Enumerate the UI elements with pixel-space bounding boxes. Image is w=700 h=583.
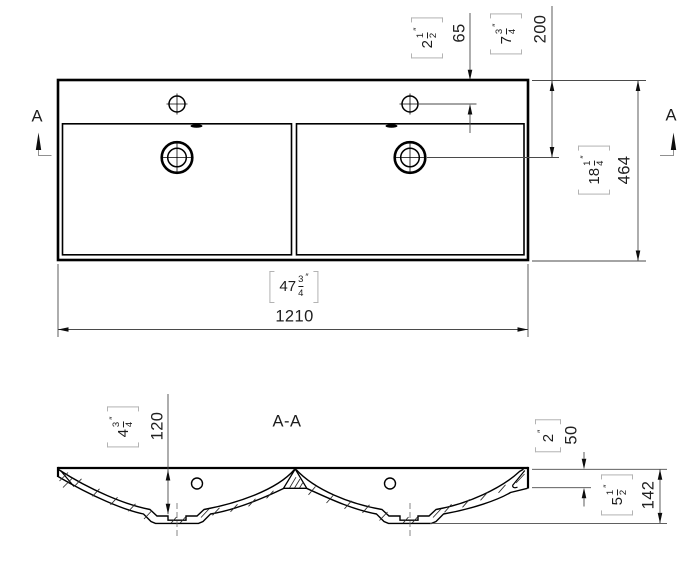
inch-mark: ″ (305, 271, 309, 282)
bracket-open (106, 442, 139, 448)
divider-hatching (289, 476, 304, 489)
bracket-open (578, 189, 610, 195)
dim-value: 4 (114, 429, 131, 438)
basin-right-inner-surface (295, 468, 524, 521)
bracket-open (411, 53, 443, 59)
inch-mark: ″ (601, 484, 612, 488)
bracket-close (490, 13, 522, 19)
dim-value: 7 (497, 36, 515, 45)
bracket-close (600, 474, 633, 480)
sink-outline (56, 78, 530, 262)
bracket-close (411, 17, 443, 23)
section-marker-a-left: A (31, 107, 43, 125)
dim-height-overall-mm-label: 142 (639, 480, 658, 509)
dim-depth-overall-mm-label: 464 (615, 155, 633, 185)
section-view (56, 466, 530, 537)
section-cut-marker-left (35, 132, 52, 156)
basin-right (295, 123, 525, 256)
bracket-open (269, 270, 275, 303)
inch-mark: ″ (536, 429, 546, 433)
inch-mark: ″ (412, 27, 422, 31)
section-dimension-lines (167, 394, 667, 524)
basin-left-inner-surface (58, 468, 296, 521)
dim-value: 47 (279, 278, 297, 295)
dim-faucet-offset-mm-label: 65 (450, 23, 468, 43)
inch-mark: ″ (491, 23, 501, 27)
section-marker-a-right: A (665, 106, 677, 125)
basin-left-outer-surface (57, 475, 285, 525)
dim-value: 2 (539, 433, 557, 442)
bracket-close (578, 144, 610, 150)
dim-basin-depth-mm-label: 120 (148, 411, 166, 440)
dim-drain-offset-mm-label: 200 (531, 14, 549, 43)
drain-right (393, 140, 427, 175)
inch-mark: ″ (107, 416, 118, 420)
section-cut-marker-right (660, 132, 677, 156)
dim-edge-height-inch-label: 2 ″ (535, 419, 561, 452)
wall-hatching (59, 472, 525, 524)
bracket-close (313, 270, 319, 303)
dim-value: 2 (418, 40, 436, 49)
dim-value: 5 (608, 497, 625, 506)
bracket-close (106, 406, 139, 412)
plan-view (56, 78, 530, 262)
dim-edge-height-mm-label: 50 (562, 425, 580, 445)
overflow-hole-right-section (383, 477, 397, 490)
bracket-open (535, 446, 561, 452)
dim-width-overall-mm-label: 1210 (275, 307, 314, 326)
bracket-open (490, 49, 522, 55)
overflow-slot-right (385, 124, 398, 128)
edge-notches (60, 470, 526, 489)
basin-left (61, 123, 293, 256)
dim-value: 18 (585, 167, 603, 185)
drain-centerlines (176, 503, 411, 537)
section-title: A-A (272, 412, 302, 430)
section-dimension-arrows (165, 458, 663, 524)
bracket-close (535, 419, 561, 425)
faucet-hole-left (166, 93, 188, 115)
inch-mark: ″ (579, 154, 589, 159)
plan-dimension-lines (57, 6, 646, 337)
drain-left (160, 140, 194, 175)
bracket-open (600, 510, 633, 516)
plan-dimension-arrows (58, 69, 641, 332)
overflow-slot-left (190, 124, 203, 128)
overflow-hole-left-section (190, 477, 204, 490)
